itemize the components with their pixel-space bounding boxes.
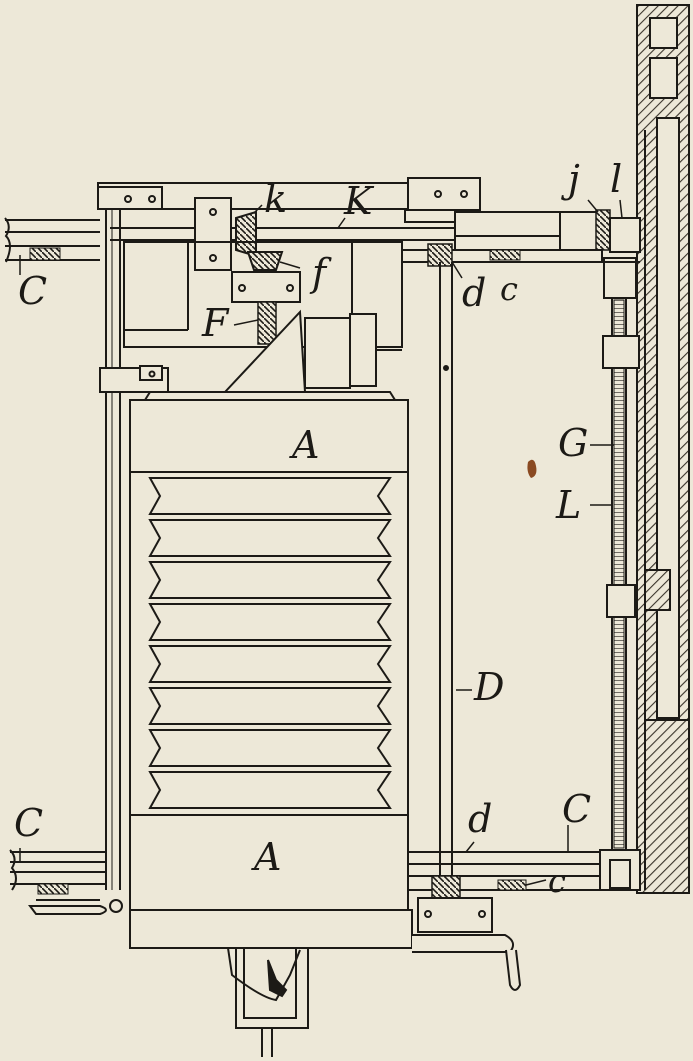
label-D: D: [473, 665, 504, 709]
bellows: [148, 477, 392, 809]
label-f: f: [309, 251, 332, 295]
label-l: l: [610, 157, 622, 201]
label-A-top: A: [289, 423, 319, 467]
screw-G: [599, 257, 641, 891]
top-shaft: [4, 177, 641, 345]
label-c-bottom: c: [548, 862, 566, 900]
label-c-top: c: [500, 270, 518, 308]
label-C-bottom-left: C: [14, 801, 43, 845]
label-G: G: [558, 421, 588, 465]
label-C-top-left: C: [18, 269, 47, 313]
label-k: k: [264, 177, 287, 221]
label-j: j: [561, 157, 580, 201]
stain-mark: [527, 459, 537, 478]
camera-frame: [99, 210, 413, 1057]
rod-D: [439, 262, 453, 880]
label-d-bottom: d: [468, 797, 492, 841]
label-A-bottom: A: [251, 835, 281, 879]
label-d-top: d: [462, 271, 486, 315]
label-F: F: [201, 301, 230, 345]
label-K: K: [343, 179, 375, 223]
label-C-bottom-mid: C: [562, 787, 591, 831]
right-wall: [636, 4, 690, 894]
label-L: L: [555, 483, 581, 527]
leader-lines: [19, 199, 623, 886]
